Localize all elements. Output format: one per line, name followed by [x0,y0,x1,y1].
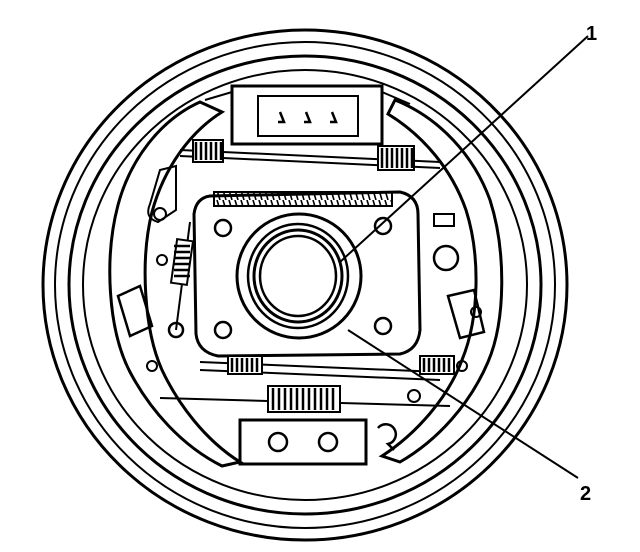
hub-plate [192,190,422,358]
shoe-web-details [116,164,486,403]
lower-spring-assembly [159,355,468,413]
upper-return-spring [179,139,441,171]
bottom-anchor-block [238,418,398,466]
left-hold-down-spring [167,221,195,339]
leader-lines [339,35,589,479]
callout-2-label: 2 [580,483,591,505]
axle-seal [235,212,363,340]
brake-shoes [108,98,504,468]
top-anchor-block [204,84,411,146]
callout-1-label: 1 [586,23,597,45]
backing-plate-rings [41,28,569,542]
